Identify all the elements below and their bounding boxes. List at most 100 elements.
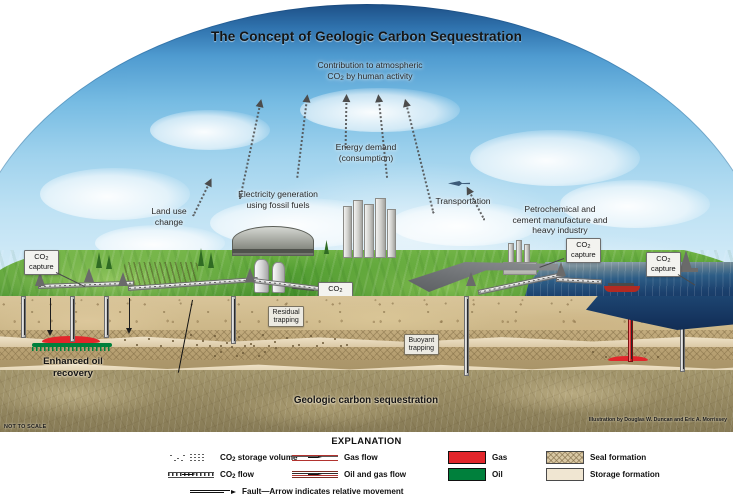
cargo-ship-deck [608, 283, 634, 286]
gas-color-swatch [448, 451, 486, 464]
injection-arrow [50, 298, 51, 332]
fault-arrow-icon [190, 488, 236, 496]
injection-well [70, 296, 75, 342]
eor-line: Enhanced oil [43, 356, 103, 367]
well-derrick-icon [245, 268, 255, 282]
residual-line: Residual [272, 308, 300, 316]
tree-cluster [198, 248, 204, 266]
tree-cluster [208, 252, 214, 268]
storage-formation-layer [0, 363, 733, 375]
subscript-2: 2 [45, 256, 49, 263]
well-derrick-icon [466, 272, 476, 286]
annotation-line: heavy industry [532, 225, 588, 235]
tree-cluster [324, 240, 329, 254]
injection-well [464, 296, 469, 376]
co2-capture-callout[interactable]: CO2 capture [566, 238, 601, 263]
cooling-tower [272, 262, 285, 293]
oil-reservoir [32, 343, 112, 347]
well-bore [106, 299, 108, 335]
oil-color-swatch [448, 468, 486, 481]
explanation-panel: EXPLANATION CO2 storage volume [0, 432, 733, 500]
legend-item-storage-formation[interactable]: Storage formation [546, 468, 696, 481]
legend-item-gas[interactable]: Gas [448, 451, 540, 464]
gas-flow-icon [292, 454, 338, 462]
buoyant-line: Buoyant [408, 336, 435, 344]
arrow-head-icon [374, 93, 383, 103]
capture-label: capture [651, 263, 676, 273]
subscript-2: 2 [667, 258, 671, 265]
industrial-silo [387, 209, 396, 258]
well-bore [233, 299, 235, 341]
capture-label: capture [571, 249, 596, 259]
well-derrick-icon [35, 272, 45, 286]
buoyant-line: trapping [408, 344, 434, 352]
industrial-silo [353, 200, 363, 258]
legend-item-co2-storage-volume[interactable]: CO2 storage volume [168, 453, 298, 463]
well-bore [630, 299, 632, 359]
legend-grid: CO2 storage volume Gas flow Gas [168, 449, 696, 500]
well-bore [72, 299, 74, 339]
annotation-land-use-change: Land use change [135, 206, 203, 227]
not-to-scale-note: NOT TO SCALE [4, 424, 47, 430]
arrow-head-icon [342, 93, 351, 103]
well-derrick-icon [118, 272, 128, 286]
airplane-icon [448, 181, 470, 186]
industrial-silo [375, 198, 386, 258]
oil-reservoir-hatch [32, 347, 112, 351]
legend-item-seal-formation[interactable]: Seal formation [546, 451, 696, 464]
residual-trapping-callout[interactable]: Residual trapping [268, 306, 305, 328]
tree-cluster [96, 252, 102, 268]
annotation-line: Contribution to atmospheric [317, 60, 423, 70]
power-plant-roofline [232, 249, 314, 253]
well-bore [682, 299, 684, 369]
annotation-petrochemical: Petrochemical and cement manufacture and… [490, 204, 630, 236]
tree-cluster [106, 255, 112, 269]
annotation-line: using fossil fuels [246, 199, 310, 210]
legend-label: Storage formation [590, 470, 660, 479]
injection-arrow [129, 298, 130, 330]
annotation-line: change [154, 216, 184, 227]
annotation-line: (consumption) [338, 152, 394, 163]
buoyant-trapping-callout[interactable]: Buoyant trapping [404, 334, 439, 356]
industrial-silo [343, 206, 352, 258]
offshore-platform [672, 268, 698, 272]
arrow-head-icon [302, 93, 312, 103]
injection-well [21, 296, 26, 338]
geologic-sequestration-label: Geologic carbon sequestration [254, 395, 478, 406]
injection-arrow-head [125, 328, 132, 334]
co2-capture-callout[interactable]: CO2 capture [646, 252, 681, 277]
subscript-2: 2 [340, 75, 344, 82]
annotation-line: by human activity [343, 70, 413, 81]
co2-flow-icon [168, 471, 214, 479]
legend-item-co2-flow[interactable]: CO2 flow [168, 470, 286, 480]
legend-label: CO2 storage volume [220, 453, 298, 464]
capture-label: capture [29, 261, 54, 271]
legend-label: Fault—Arrow indicates relative movement [242, 487, 404, 496]
injection-well [231, 296, 236, 344]
well-derrick-icon [556, 262, 566, 276]
co2-label: CO [34, 252, 46, 261]
residual-line: trapping [273, 316, 299, 324]
oil-gas-flow-icon [292, 471, 338, 479]
injection-well [104, 296, 109, 338]
annotation-line: Land use [151, 206, 187, 216]
annotation-line: cement manufacture and [512, 214, 608, 225]
injection-arrow-head [46, 330, 53, 336]
annotation-line: Energy demand [335, 142, 397, 152]
legend-item-fault[interactable]: Fault—Arrow indicates relative movement [168, 487, 442, 496]
annotation-line: Electricity generation [238, 189, 318, 199]
seal-formation-swatch [546, 451, 584, 464]
co2-label: CO [328, 284, 340, 293]
legend-item-oil[interactable]: Oil [448, 468, 540, 481]
subscript-2: 2 [587, 244, 591, 251]
legend-item-gas-flow[interactable]: Gas flow [292, 453, 442, 462]
co2-label: CO [656, 254, 668, 263]
annotation-line: Petrochemical and [524, 204, 596, 214]
annotation-electricity-generation: Electricity generation using fossil fuel… [218, 189, 338, 210]
arrow-head-icon [255, 98, 265, 108]
co2-capture-callout[interactable]: CO2 capture [24, 250, 59, 275]
legend-label: Oil [492, 470, 503, 479]
annotation-transportation: Transportation [418, 196, 508, 207]
offshore-derrick [680, 250, 692, 270]
legend-item-oil-and-gas-flow[interactable]: Oil and gas flow [292, 470, 442, 479]
